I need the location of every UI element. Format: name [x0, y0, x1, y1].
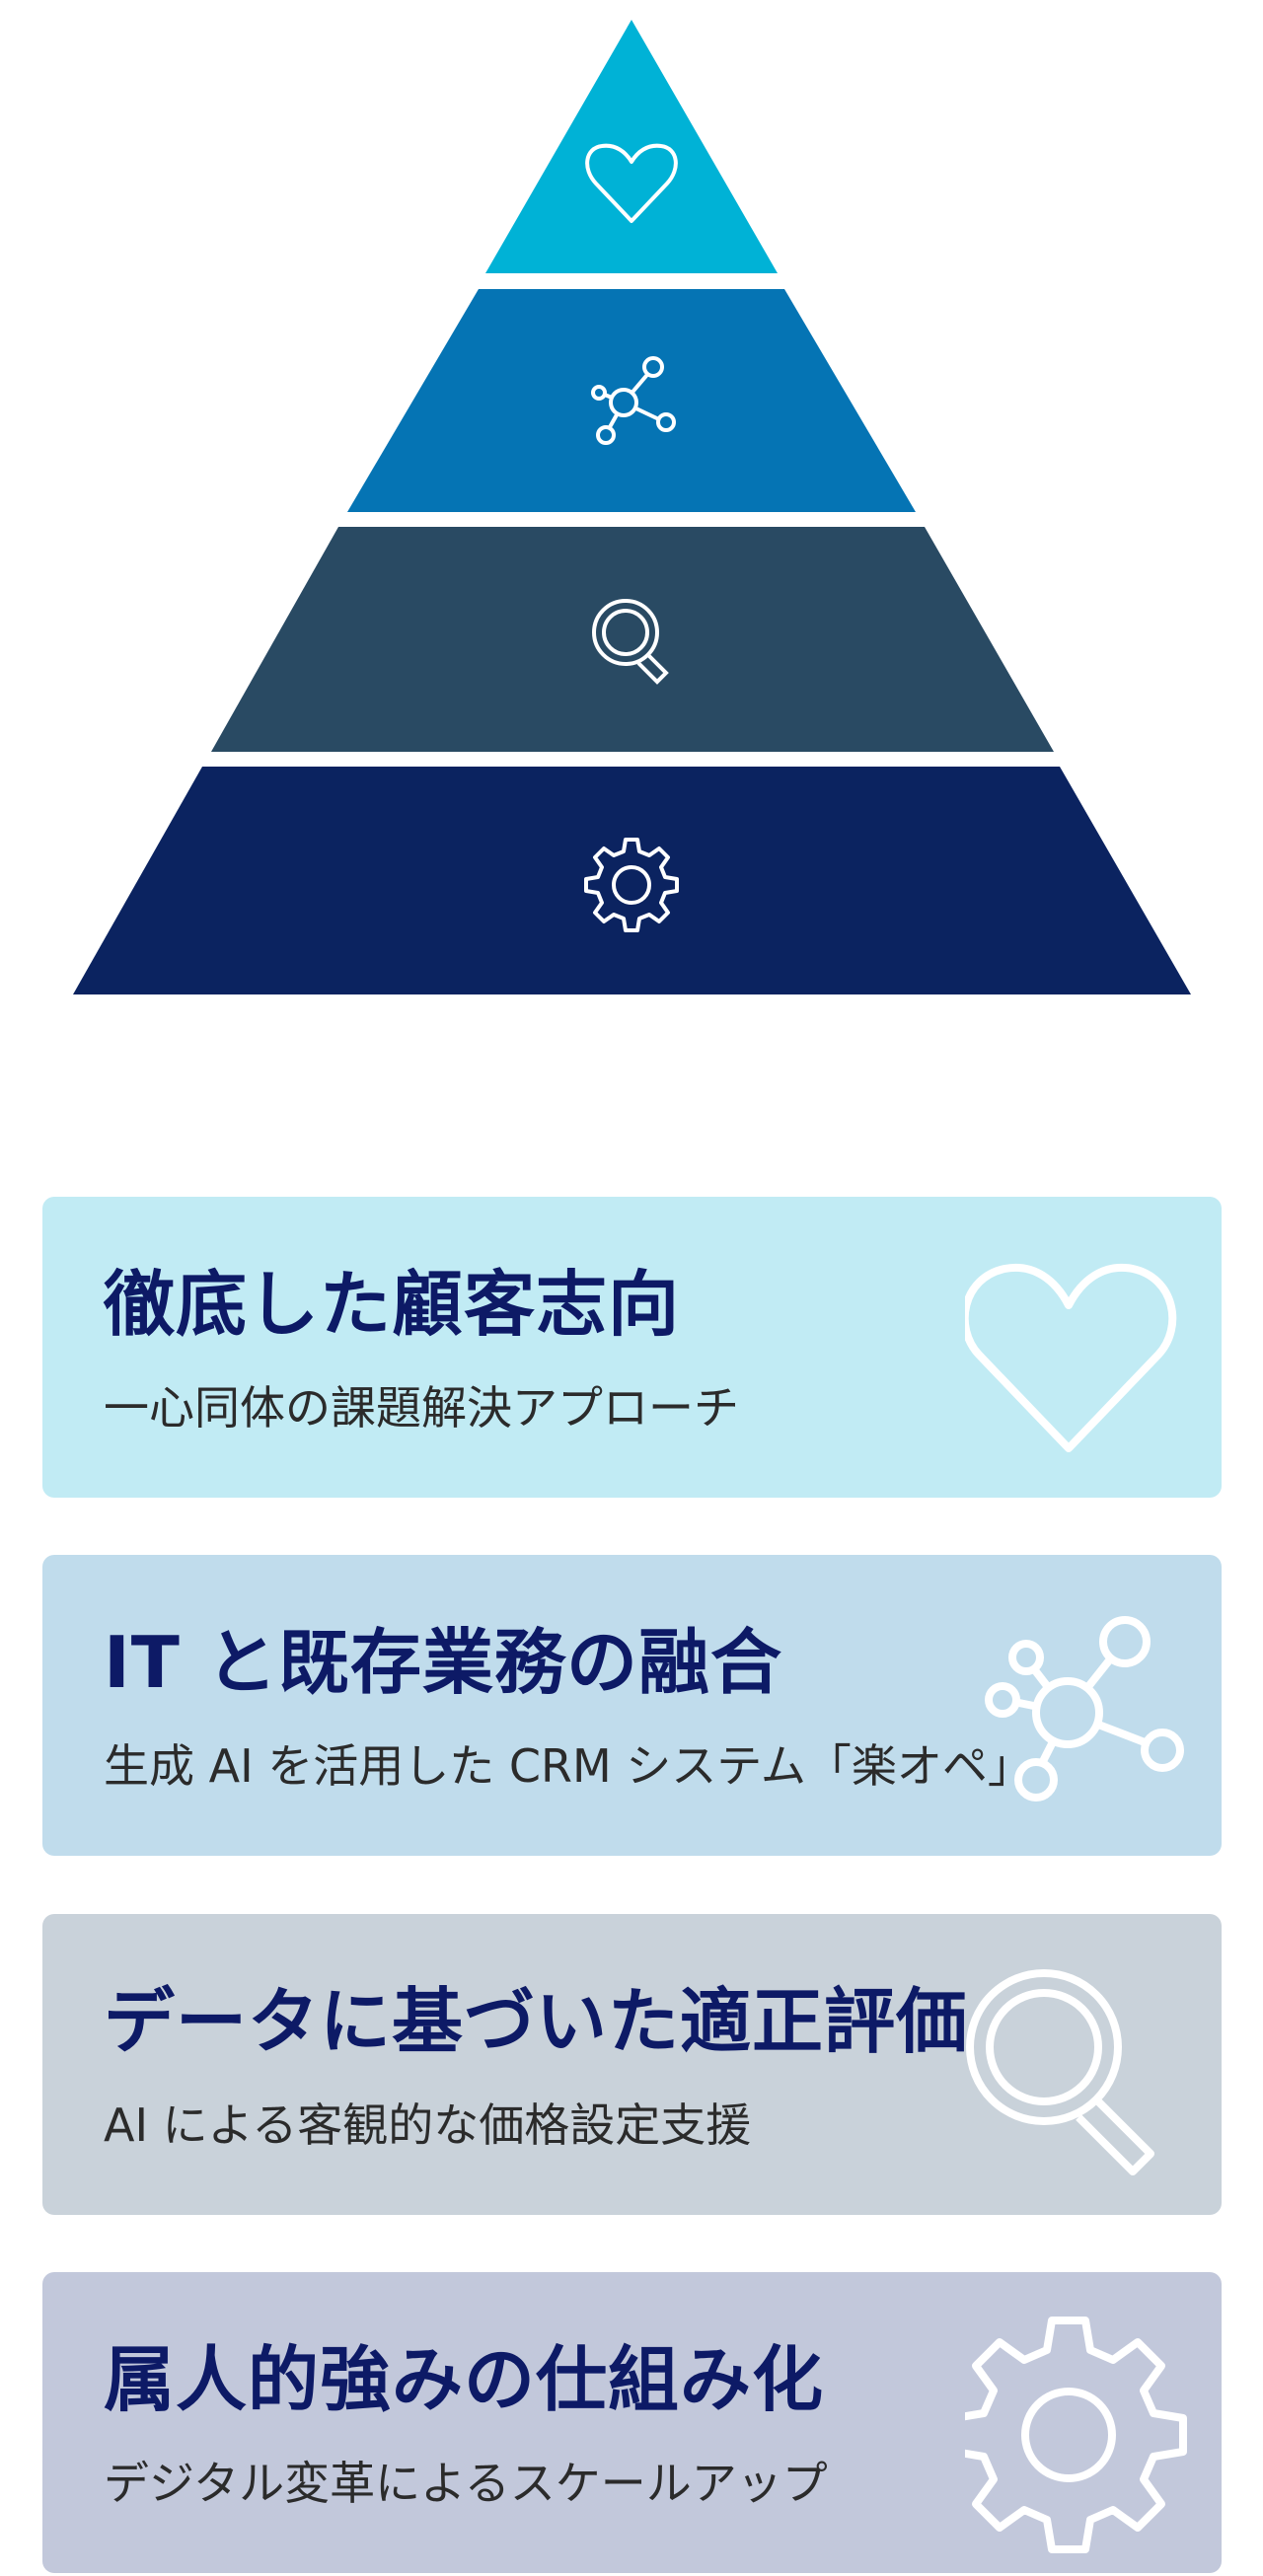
feature-card-it-integration: IT と既存業務の融合 生成 AI を活用した CRM システム「楽オペ」 [42, 1555, 1222, 1856]
card-title: 徹底した顧客志向 [104, 1263, 681, 1346]
card-subtitle: AI による客観的な価格設定支援 [104, 2098, 752, 2152]
magnifier-icon [592, 599, 669, 685]
card-title: IT と既存業務の融合 [104, 1621, 782, 1704]
feature-card-systematization: 属人的強みの仕組み化 デジタル変革によるスケールアップ [42, 2272, 1222, 2573]
card-title: データに基づいた適正評価 [104, 1980, 969, 2063]
gear-icon [965, 2317, 1187, 2553]
feature-card-data-evaluation: データに基づいた適正評価 AI による客観的な価格設定支援 [42, 1914, 1222, 2215]
pyramid-tier-4 [73, 767, 1191, 994]
pyramid-diagram [73, 20, 1191, 994]
card-subtitle: デジタル変革によるスケールアップ [104, 2457, 828, 2510]
pyramid-tier-3 [211, 527, 1054, 752]
network-icon [591, 356, 676, 445]
pyramid-tier-1 [485, 20, 778, 273]
feature-card-customer-focus: 徹底した顧客志向 一心同体の課題解決アプローチ [42, 1197, 1222, 1498]
card-subtitle: 一心同体の課題解決アプローチ [104, 1381, 739, 1435]
gear-icon [584, 838, 679, 932]
card-subtitle: 生成 AI を活用した CRM システム「楽オペ」 [104, 1739, 1033, 1793]
heart-icon [965, 1263, 1177, 1452]
card-title: 属人的強みの仕組み化 [104, 2338, 825, 2421]
heart-icon [585, 143, 678, 223]
magnifier-icon [966, 1969, 1154, 2175]
network-icon [985, 1616, 1184, 1802]
